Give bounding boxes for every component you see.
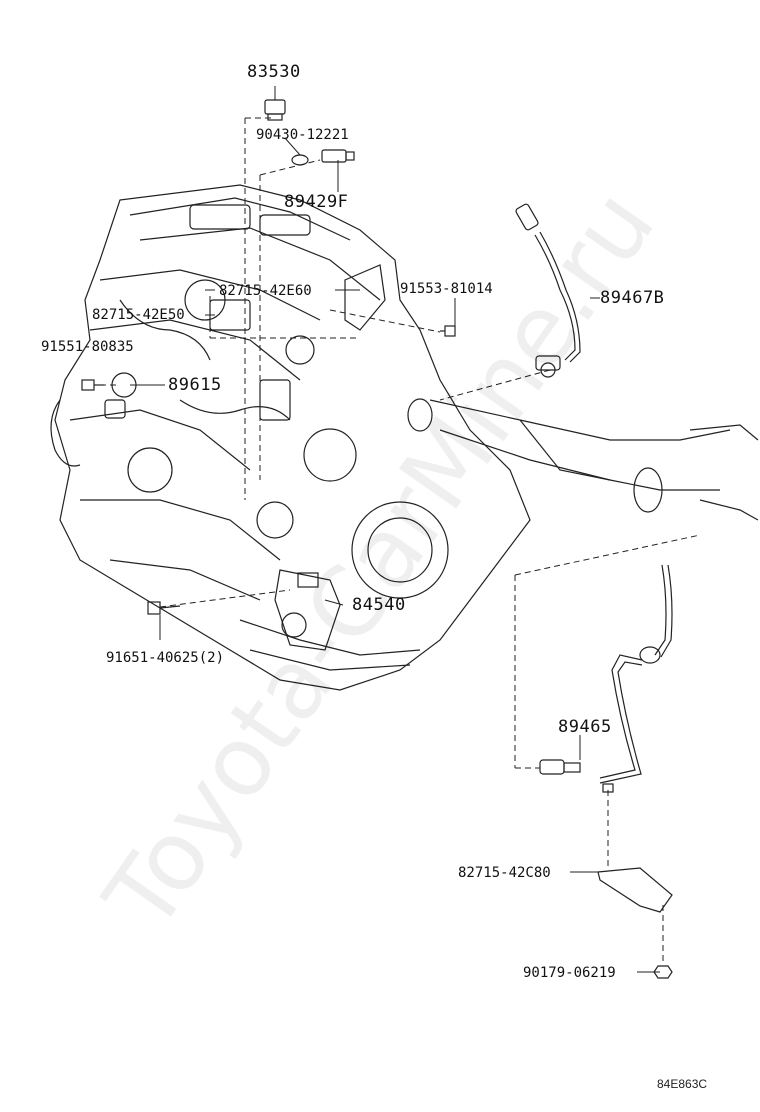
label-89615[interactable]: 89615 <box>168 375 222 395</box>
label-84540[interactable]: 84540 <box>352 595 406 615</box>
part-washer <box>291 154 309 166</box>
exhaust-pipe <box>407 398 759 521</box>
label-89467B[interactable]: 89467B <box>600 288 665 308</box>
part-91553-bolt <box>440 325 456 337</box>
label-82715-42C80[interactable]: 82715-42C80 <box>458 865 551 881</box>
label-91651-40625[interactable]: 91651-40625(2) <box>106 650 225 666</box>
leader-lines <box>130 86 660 973</box>
part-82715-42E60-bracket <box>344 264 386 331</box>
label-82715-42E50[interactable]: 82715-42E50 <box>92 307 185 323</box>
part-84540-switch <box>274 569 341 651</box>
label-82715-42E60[interactable]: 82715-42E60 <box>219 283 312 299</box>
engine-block-outline <box>50 184 531 691</box>
label-89465[interactable]: 89465 <box>558 717 612 737</box>
part-91651-bolt <box>147 601 181 615</box>
part-82715-42C80-bracket <box>597 867 673 913</box>
part-89615-knock-sensor <box>104 372 137 419</box>
part-89465-sensor <box>539 564 673 793</box>
label-90430-12221[interactable]: 90430-12221 <box>256 127 349 143</box>
label-90179-06219[interactable]: 90179-06219 <box>523 965 616 981</box>
diagram-code: 84E863C <box>657 1077 708 1091</box>
part-89467B-sensor <box>515 203 581 378</box>
part-89429F-sensor <box>321 149 355 163</box>
part-90179-nut <box>653 965 673 979</box>
label-91553-81014[interactable]: 91553-81014 <box>400 281 493 297</box>
part-91551-bolt <box>81 379 104 391</box>
label-83530[interactable]: 83530 <box>247 62 301 82</box>
label-89429F[interactable]: 89429F <box>284 192 349 212</box>
part-83530-sensor <box>264 99 286 121</box>
reference-lines <box>100 117 701 965</box>
label-91551-80835[interactable]: 91551-80835 <box>41 339 134 355</box>
